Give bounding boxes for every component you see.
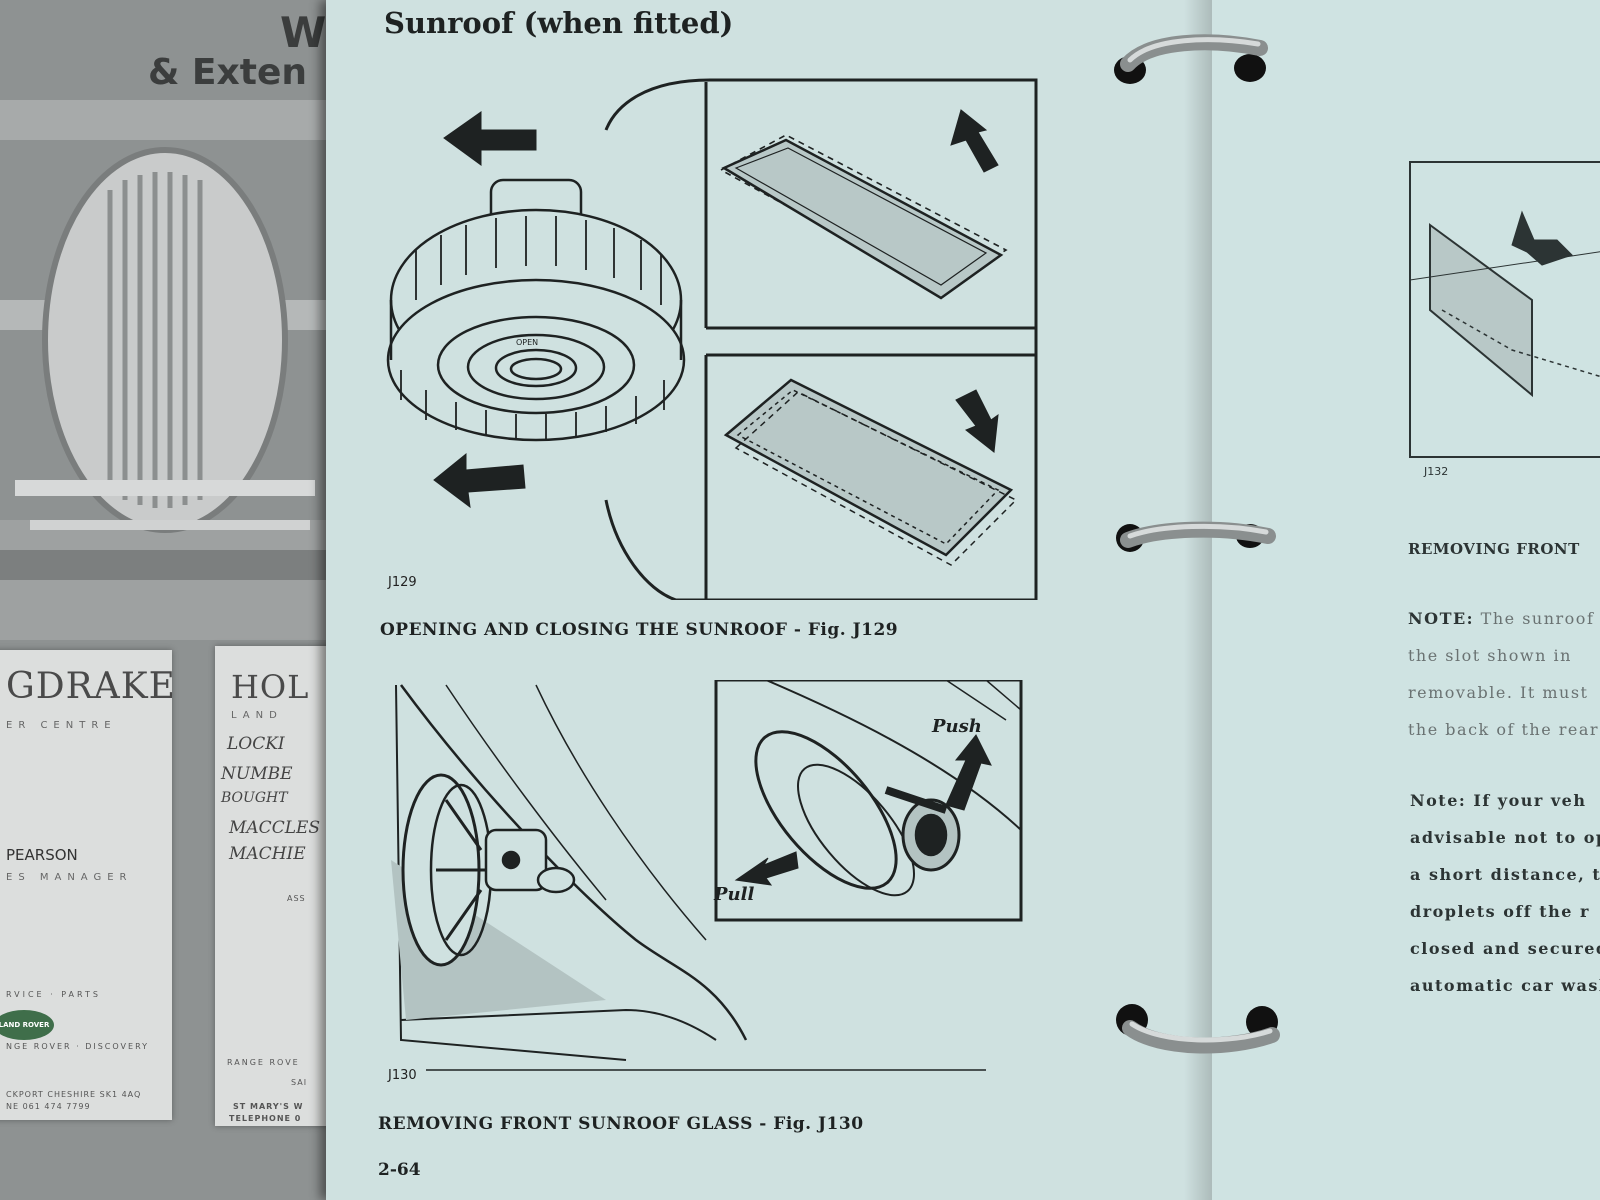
booklet-graphic: [0, 147, 340, 580]
figure-code-j129: J129: [388, 575, 417, 590]
note-line: the slot shown in: [1408, 646, 1572, 665]
card-address: CKPORT CHESHIRE SK1 4AQ: [6, 1090, 142, 1099]
card-person: PEARSON: [6, 846, 78, 864]
handwritten-note: LOCKI: [227, 734, 285, 754]
right-caption: REMOVING FRONT: [1408, 540, 1580, 558]
figure-code-j130: J130: [388, 1068, 417, 1083]
arrow-pull-icon: [734, 851, 799, 886]
figure-j130: [391, 680, 1023, 1071]
arrow-up-icon: [950, 109, 999, 173]
binder-ring-top: [1114, 34, 1268, 84]
sunroof-glass-closed: [723, 378, 1018, 566]
note2-line: Note: If your veh: [1410, 791, 1587, 810]
arrow-down-icon: [955, 389, 999, 453]
card-subtitle: ER CENTRE: [6, 720, 117, 731]
card-company-name: HOL: [231, 668, 310, 706]
page-title: Sunroof (when fitted): [384, 6, 734, 40]
card-fragment: SAI: [291, 1078, 308, 1087]
background-booklet: W & Exten: [0, 0, 340, 1200]
page-number: 2-64: [378, 1160, 421, 1180]
business-card-left: GDRAKE ER CENTRE PEARSON ES MANAGER RVIC…: [0, 650, 172, 1120]
note-line: the back of the rear: [1408, 720, 1600, 739]
card-subtitle: LAND: [231, 710, 283, 721]
note-label: NOTE:: [1408, 609, 1475, 628]
note2-line: droplets off the r: [1410, 902, 1590, 921]
binder-ring-middle: [1116, 521, 1276, 552]
card-phone: TELEPHONE 0: [229, 1114, 302, 1123]
note2-line: advisable not to op: [1410, 828, 1600, 847]
arrow-push-icon: [945, 734, 992, 811]
pull-label: Pull: [714, 884, 755, 905]
card-company-name: GDRAKE: [6, 666, 172, 707]
note2-line: automatic car wash: [1410, 976, 1600, 995]
winder-wheel-left: [401, 773, 576, 967]
note-line: removable. It must: [1408, 683, 1589, 702]
note-line: NOTE: The sunroof: [1408, 600, 1599, 637]
manual-right-page: J132 REMOVING FRONT NOTE: The sunroof th…: [1212, 0, 1600, 1200]
handwritten-note: MACHIE: [229, 844, 306, 864]
manual-left-page: Sunroof (when fitted): [326, 0, 1214, 1200]
right-page-figure: [1409, 161, 1600, 458]
binder-rings: [1114, 34, 1280, 1054]
booklet-band: [0, 100, 340, 140]
figure-caption-j129: OPENING AND CLOSING THE SUNROOF - Fig. J…: [380, 620, 899, 640]
figure-code-j132: J132: [1424, 465, 1449, 478]
card-phone: NE 061 474 7799: [6, 1102, 91, 1111]
arrow-left-icon: [433, 452, 526, 509]
card-role: ES MANAGER: [6, 872, 133, 883]
note-text: The sunroof: [1480, 609, 1595, 628]
card-address: ST MARY'S W: [233, 1102, 304, 1111]
sunroof-glass-tilted: [719, 134, 1008, 300]
handwritten-note: MACCLES: [229, 818, 321, 838]
note-block: NOTE: The sunroof the slot shown in remo…: [1408, 600, 1599, 748]
card-brands: NGE ROVER · DISCOVERY: [6, 1042, 150, 1051]
land-rover-logo: LAND ROVER: [0, 1010, 54, 1040]
sunroof-winder-knob: [386, 178, 686, 442]
card-brands: RANGE ROVE: [227, 1058, 300, 1067]
push-label: Push: [932, 716, 982, 737]
booklet-title-line1: W: [280, 8, 327, 57]
handwritten-note: NUMBE: [221, 764, 293, 784]
figure-caption-j130: REMOVING FRONT SUNROOF GLASS - Fig. J130: [378, 1114, 864, 1134]
logo-text: LAND ROVER: [0, 1021, 50, 1029]
card-services: RVICE · PARTS: [6, 990, 101, 999]
binder-ring-bottom: [1116, 1004, 1280, 1054]
handwritten-note: BOUGHT: [221, 790, 288, 806]
note2-block: Note: If your veh advisable not to op a …: [1410, 782, 1600, 1004]
card-fragment: ASS: [287, 894, 306, 903]
page-gutter-shadow: [1184, 0, 1214, 1200]
note2-line: closed and secured: [1410, 939, 1600, 958]
knob-open-label: OPEN: [516, 338, 538, 347]
arrow-left-icon: [443, 111, 537, 166]
figure-j129: OPEN: [386, 78, 1038, 600]
note2-line: a short distance, t: [1410, 865, 1600, 884]
winder-wheel-inset: [754, 730, 961, 897]
booklet-title-line2: & Exten: [148, 52, 307, 93]
